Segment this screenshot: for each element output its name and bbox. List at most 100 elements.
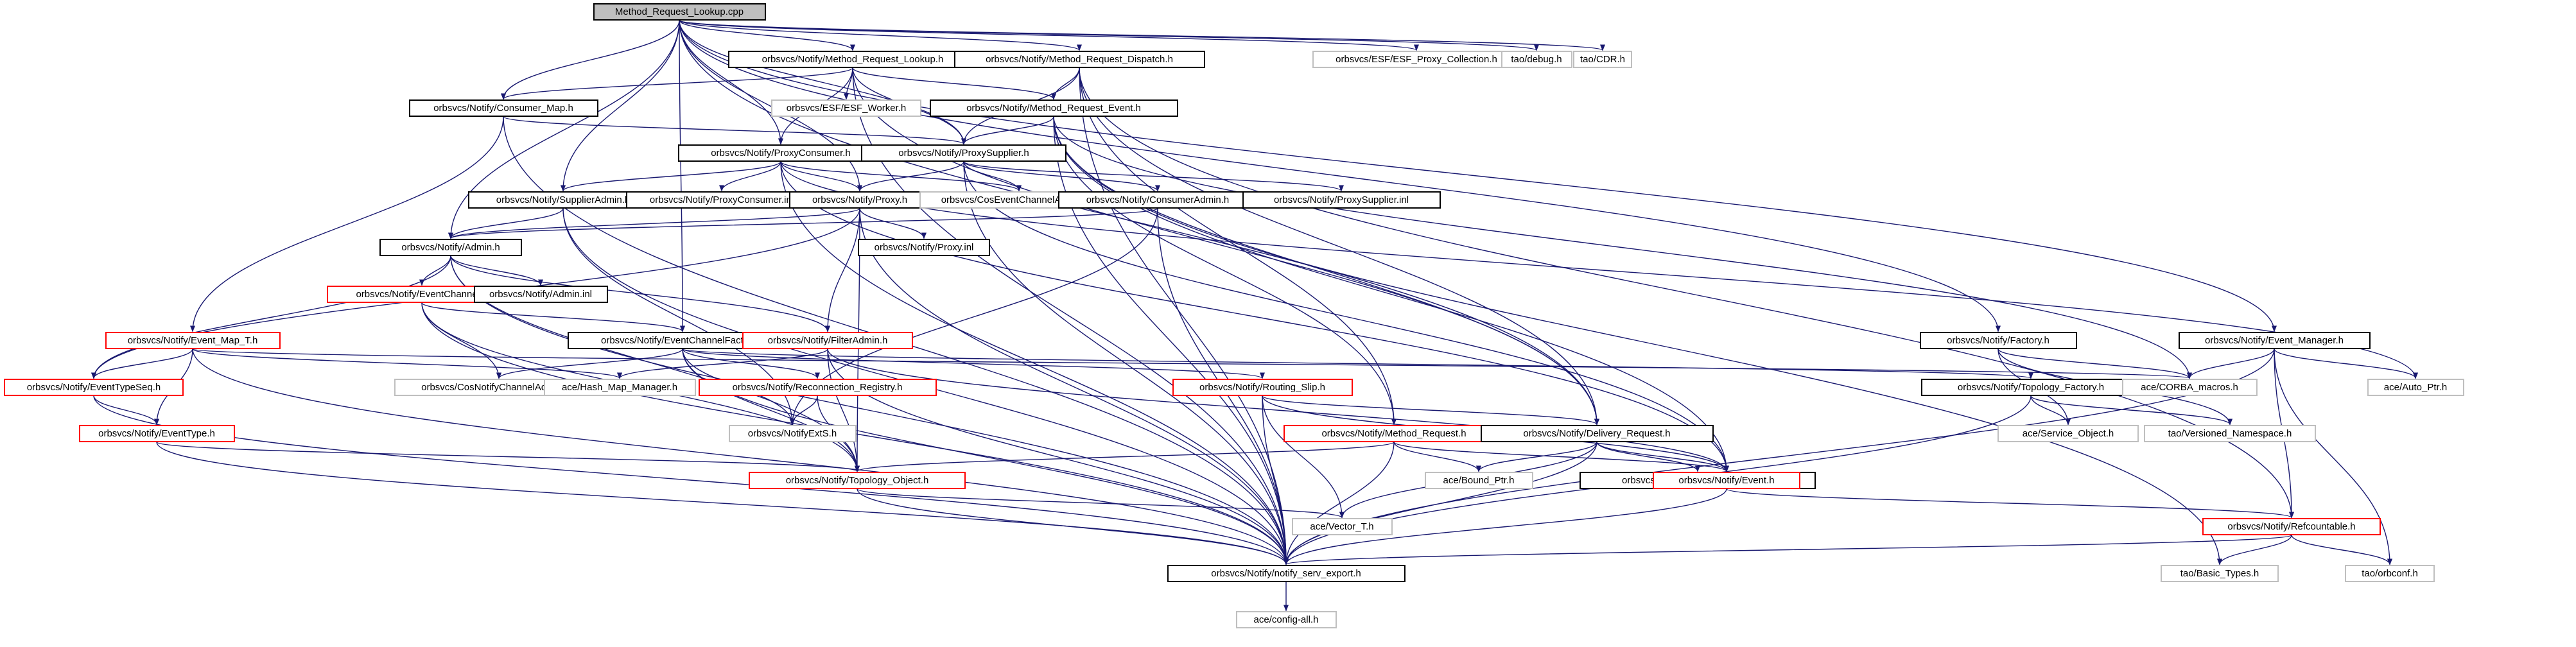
node-method-request-h[interactable]: orbsvcs/Notify/Method_Request.h	[1283, 424, 1505, 442]
edge-routing-slip-h-to-notify-serv-export-h	[1262, 395, 1289, 565]
node-method-request-dispatch-h[interactable]: orbsvcs/Notify/Method_Request_Dispatch.h	[953, 50, 1205, 68]
edge-routing-slip-h-to-delivery-request-h	[1262, 395, 1599, 426]
node-proxysupplier-inl[interactable]: orbsvcs/Notify/ProxySupplier.inl	[1242, 191, 1441, 209]
edge-event-h-to-notify-serv-export-h	[1284, 488, 1727, 565]
node-reconnection-registry-h[interactable]: orbsvcs/Notify/Reconnection_Registry.h	[698, 378, 937, 396]
edge-delivery-request-h-to-notify-serv-export-h	[1284, 442, 1597, 565]
edge-refcountable-h-to-basic-types-h	[2217, 535, 2292, 565]
edge-admin-h-to-eventchannel-h	[419, 255, 451, 286]
edge-method-request-dispatch-h-to-notify-serv-export-h	[1079, 67, 1289, 565]
node-tao-cdr-h[interactable]: tao/CDR.h	[1573, 50, 1632, 68]
node-config-all-h[interactable]: ace/config-all.h	[1235, 610, 1337, 628]
edge-method-request-lookup-cpp-to-proxyconsumer-h	[679, 20, 783, 145]
node-auto-ptr-h[interactable]: ace/Auto_Ptr.h	[2367, 378, 2464, 396]
edge-method-request-dispatch-h-to-refcountable-h	[1079, 67, 2294, 519]
edge-method-request-h-to-bound-ptr-h	[1393, 442, 1481, 472]
edge-admin-h-to-filteradmin-h	[450, 255, 830, 332]
edge-method-request-lookup-cpp-to-proxysupplier-h	[679, 20, 966, 145]
edge-delivery-request-h-to-delivery-request-inl	[1596, 442, 1700, 472]
node-bound-ptr-h[interactable]: ace/Bound_Ptr.h	[1424, 471, 1533, 489]
edge-routing-slip-h-to-vector-t-h	[1262, 395, 1345, 519]
node-consumer-map-h[interactable]: orbsvcs/Notify/Consumer_Map.h	[408, 99, 598, 117]
node-event-map-t-h[interactable]: orbsvcs/Notify/Event_Map_T.h	[105, 331, 281, 349]
edge-method-request-lookup-cpp-to-supplieradmin-h	[561, 20, 680, 192]
node-filteradmin-h[interactable]: orbsvcs/Notify/FilterAdmin.h	[742, 331, 913, 349]
node-routing-slip-h[interactable]: orbsvcs/Notify/Routing_Slip.h	[1172, 378, 1353, 396]
edge-filteradmin-h-to-hash-map-manager-h	[617, 348, 828, 379]
node-proxyconsumer-h[interactable]: orbsvcs/Notify/ProxyConsumer.h	[678, 144, 883, 162]
node-method-request-lookup-cpp[interactable]: Method_Request_Lookup.cpp	[593, 3, 766, 21]
node-basic-types-h[interactable]: tao/Basic_Types.h	[2161, 564, 2279, 582]
edge-proxy-h-to-admin-h	[448, 207, 860, 239]
edge-method-request-event-h-to-proxysupplier-h	[961, 116, 1054, 145]
node-esf-worker-h[interactable]: orbsvcs/ESF/ESF_Worker.h	[771, 99, 921, 117]
node-topology-factory-h[interactable]: orbsvcs/Notify/Topology_Factory.h	[1920, 378, 2141, 396]
node-event-manager-h[interactable]: orbsvcs/Notify/Event_Manager.h	[2178, 331, 2371, 349]
node-proxysupplier-h[interactable]: orbsvcs/Notify/ProxySupplier.h	[861, 144, 1066, 162]
node-factory-h[interactable]: orbsvcs/Notify/Factory.h	[1919, 331, 2077, 349]
edge-method-request-event-h-to-corba-macros-h	[1053, 116, 2192, 379]
edge-topology-factory-h-to-service-object-h	[2030, 395, 2071, 426]
edge-proxysupplier-h-to-proxysupplier-inl	[963, 160, 1344, 192]
edge-event-map-t-h-to-notify-serv-export-h	[192, 349, 1289, 565]
edge-proxyconsumer-h-to-event-h	[780, 161, 1729, 472]
edge-method-request-h-to-event-h	[1393, 441, 1729, 472]
edge-delivery-request-h-to-bound-ptr-h	[1476, 442, 1597, 472]
edge-refcountable-h-to-orbconf-h	[2291, 535, 2392, 565]
node-method-request-event-h[interactable]: orbsvcs/Notify/Method_Request_Event.h	[929, 99, 1178, 117]
node-delivery-request-h[interactable]: orbsvcs/Notify/Delivery_Request.h	[1480, 424, 1714, 442]
node-service-object-h[interactable]: ace/Service_Object.h	[1997, 424, 2139, 442]
edge-method-request-event-h-to-method-request-h	[1053, 116, 1397, 426]
edge-reconnection-registry-h-to-notifyexts-h	[790, 395, 818, 426]
node-orbconf-h[interactable]: tao/orbconf.h	[2345, 564, 2435, 582]
node-consumeradmin-h[interactable]: orbsvcs/Notify/ConsumerAdmin.h	[1058, 191, 1257, 209]
edge-method-request-lookup-cpp-to-consumer-map-h	[501, 20, 680, 100]
edge-event-h-to-refcountable-h	[1726, 488, 2294, 519]
node-admin-h[interactable]: orbsvcs/Notify/Admin.h	[379, 238, 522, 256]
edge-eventtype-h-to-notify-serv-export-h	[156, 442, 1289, 565]
node-notifyexts-h[interactable]: orbsvcs/NotifyExtS.h	[728, 424, 857, 442]
edge-proxyconsumer-h-to-supplieradmin-h	[561, 160, 781, 192]
edge-event-manager-h-to-orbconf-h	[2274, 349, 2392, 565]
node-proxy-h[interactable]: orbsvcs/Notify/Proxy.h	[788, 191, 931, 209]
edge-proxyconsumer-h-to-proxy-h	[780, 161, 862, 192]
edge-event-manager-h-to-auto-ptr-h	[2274, 349, 2418, 379]
node-admin-inl[interactable]: orbsvcs/Notify/Admin.inl	[473, 285, 608, 303]
node-refcountable-h[interactable]: orbsvcs/Notify/Refcountable.h	[2202, 517, 2381, 535]
node-proxyconsumer-inl[interactable]: orbsvcs/Notify/ProxyConsumer.inl	[626, 191, 817, 209]
node-method-request-lookup-h[interactable]: orbsvcs/Notify/Method_Request_Lookup.h	[728, 50, 977, 68]
node-notify-serv-export-h[interactable]: orbsvcs/Notify/notify_serv_export.h	[1167, 564, 1405, 582]
edge-method-request-lookup-cpp-to-tao-debug-h	[679, 19, 1539, 51]
edge-method-request-dispatch-h-to-method-request-event-h	[1051, 67, 1080, 100]
node-versioned-namespace-h[interactable]: tao/Versioned_Namespace.h	[2144, 424, 2316, 442]
node-topology-object-h[interactable]: orbsvcs/Notify/Topology_Object.h	[749, 471, 966, 489]
node-eventtypeseq-h[interactable]: orbsvcs/Notify/EventTypeSeq.h	[4, 378, 184, 396]
node-event-h[interactable]: orbsvcs/Notify/Event.h	[1653, 471, 1800, 489]
edge-admin-h-to-admin-inl	[450, 255, 543, 286]
edge-topology-factory-h-to-versioned-namespace-h	[2030, 395, 2232, 426]
edge-method-request-dispatch-h-to-delivery-request-h	[1079, 67, 1599, 426]
edge-topology-object-h-to-vector-t-h	[857, 488, 1345, 519]
edge-method-request-lookup-h-to-notify-serv-export-h	[852, 67, 1289, 565]
node-esf-proxy-collection-h[interactable]: orbsvcs/ESF/ESF_Proxy_Collection.h	[1312, 50, 1520, 68]
node-vector-t-h[interactable]: ace/Vector_T.h	[1291, 517, 1393, 535]
edge-proxy-h-to-notify-serv-export-h	[859, 208, 1289, 565]
node-hash-map-manager-h[interactable]: ace/Hash_Map_Manager.h	[543, 378, 696, 396]
edge-method-request-lookup-cpp-to-admin-h	[448, 20, 680, 239]
edge-method-request-lookup-cpp-to-proxy-h	[679, 20, 862, 192]
edge-method-request-lookup-cpp-to-method-request-dispatch-h	[679, 19, 1082, 51]
edge-refcountable-h-to-notify-serv-export-h	[1284, 534, 2292, 565]
edge-method-request-h-to-topology-object-h	[855, 441, 1395, 472]
edge-method-request-lookup-cpp-to-method-request-lookup-h	[679, 20, 855, 51]
node-corba-macros-h[interactable]: ace/CORBA_macros.h	[2121, 378, 2258, 396]
edge-proxysupplier-h-to-proxy-h	[857, 161, 964, 192]
edge-admin-h-to-eventtypeseq-h	[91, 255, 451, 379]
edge-event-map-t-h-to-corba-macros-h	[192, 348, 2191, 379]
node-tao-debug-h[interactable]: tao/debug.h	[1501, 50, 1572, 68]
edge-proxyconsumer-h-to-proxyconsumer-inl	[719, 161, 781, 192]
node-eventtype-h[interactable]: orbsvcs/Notify/EventType.h	[78, 424, 235, 442]
node-proxy-inl[interactable]: orbsvcs/Notify/Proxy.inl	[858, 238, 990, 256]
edge-consumer-map-h-to-event-map-t-h	[190, 116, 504, 332]
edge-proxyconsumer-h-to-notify-serv-export-h	[780, 161, 1289, 565]
